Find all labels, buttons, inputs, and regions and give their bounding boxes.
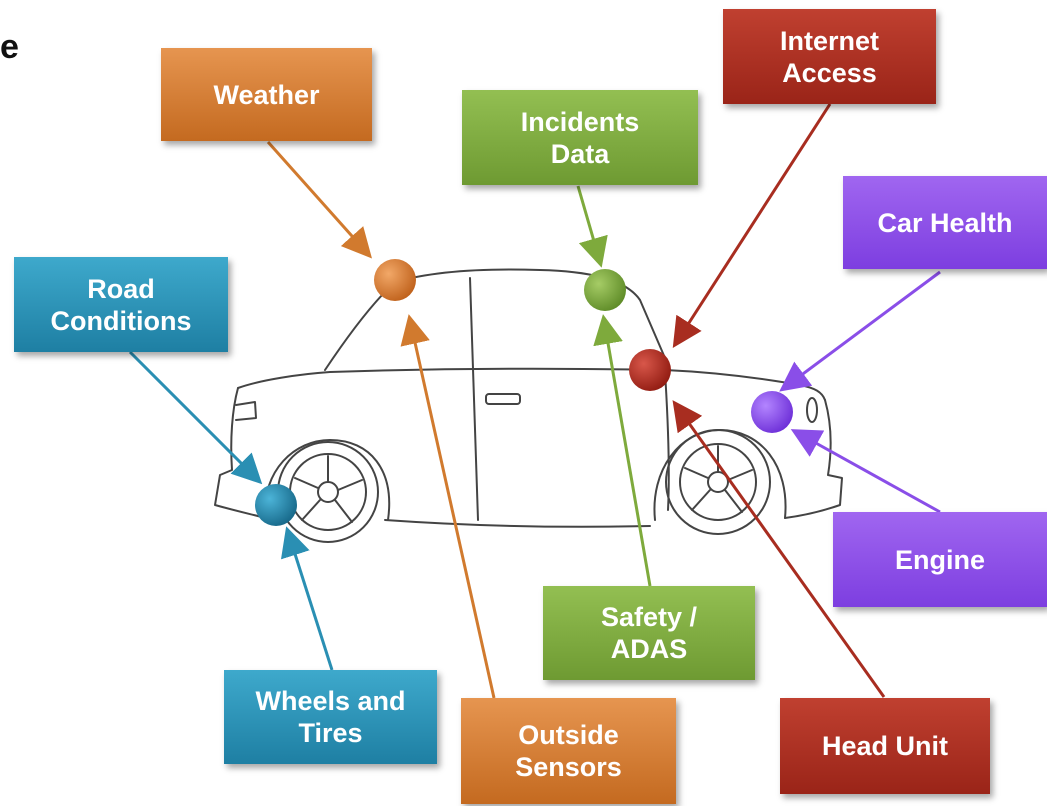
label-road-conditions: Road Conditions xyxy=(14,257,228,352)
dot-road-wheels xyxy=(255,484,297,526)
dot-internet-headunit xyxy=(629,349,671,391)
car-rear-wheel xyxy=(665,429,771,535)
dot-weather-sensors xyxy=(374,259,416,301)
label-car-health: Car Health xyxy=(843,176,1047,269)
label-weather: Weather xyxy=(161,48,372,141)
arrow-outside-sensors xyxy=(400,314,496,699)
arrow-road-conditions xyxy=(128,350,263,485)
label-wheels-and-tires: Wheels and Tires xyxy=(224,670,437,764)
car-door-handle xyxy=(485,393,521,405)
car-taillight xyxy=(806,397,818,423)
label-engine: Engine xyxy=(833,512,1047,607)
car-sketch xyxy=(214,268,843,543)
arrow-incidents-data xyxy=(576,185,608,268)
label-head-unit: Head Unit xyxy=(780,698,990,794)
label-incidents-data: Incidents Data xyxy=(462,90,698,185)
cropped-title-fragment: e xyxy=(0,28,19,66)
arrow-head-unit xyxy=(672,400,886,698)
arrow-weather xyxy=(266,141,372,259)
label-internet-access: Internet Access xyxy=(723,9,936,104)
label-safety-adas: Safety / ADAS xyxy=(543,586,755,680)
arrow-wheels-and-tires xyxy=(280,526,334,671)
dot-incidents-safety xyxy=(584,269,626,311)
car-beltline xyxy=(237,367,826,401)
arrow-internet-access xyxy=(672,103,832,349)
car-headlight xyxy=(235,401,257,421)
arrow-safety-adas xyxy=(593,314,652,587)
label-outside-sensors: Outside Sensors xyxy=(461,698,676,804)
car-door-line xyxy=(469,277,479,521)
car-rear xyxy=(784,399,843,519)
car-sill xyxy=(384,519,651,528)
arrow-car-health xyxy=(779,270,941,392)
dot-car-health-engine xyxy=(751,391,793,433)
arrow-engine xyxy=(790,429,941,514)
sensor-dots xyxy=(255,259,793,526)
car-front-arch xyxy=(263,439,391,521)
arrows xyxy=(128,103,941,699)
